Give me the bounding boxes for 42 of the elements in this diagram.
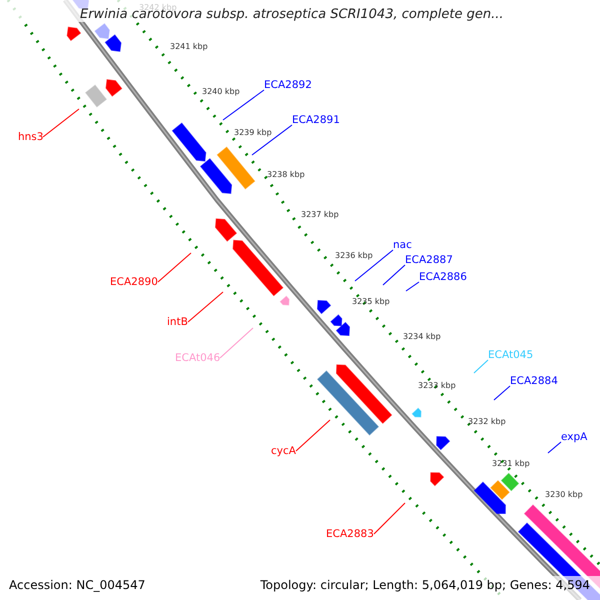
leader-line	[382, 264, 406, 286]
leader-line	[222, 90, 264, 120]
position-tick-label: 3234 kbp	[403, 332, 441, 342]
position-tick-label: 3239 kbp	[234, 128, 272, 138]
gene-label: ECA2887	[405, 253, 453, 267]
leader-line	[374, 502, 406, 534]
leader-line	[354, 250, 394, 282]
position-tick-label: 3241 kbp	[170, 42, 208, 52]
gene-label: ECA2892	[264, 78, 312, 92]
position-tick-label: 3232 kbp	[468, 417, 506, 427]
leader-line	[474, 360, 488, 374]
leader-line	[220, 328, 254, 358]
position-tick-label: 3230 kbp	[545, 490, 583, 500]
leader-line	[494, 386, 510, 400]
gene-label: ECAt045	[488, 348, 534, 362]
leader-line	[406, 282, 420, 292]
leader-line	[548, 442, 562, 454]
gene-label: intB	[167, 315, 188, 329]
accession-text: Accession: NC_004547	[9, 579, 146, 591]
position-tick-label: 3238 kbp	[267, 170, 305, 180]
gene-label: cycA	[271, 444, 296, 458]
position-tick-label: 3240 kbp	[202, 87, 240, 97]
leader-line	[296, 420, 330, 452]
genome-info-text: Topology: circular; Length: 5,064,019 bp; Genes: 4,594	[260, 579, 590, 591]
position-tick-label: 3236 kbp	[335, 251, 373, 261]
position-tick-label: 3231 kbp	[492, 459, 530, 469]
gene-label: ECA2886	[419, 270, 467, 284]
gene-label: ECA2884	[510, 374, 558, 388]
gene-label: expA	[561, 430, 588, 444]
position-tick-label: 3235 kbp	[352, 297, 390, 307]
leader-line	[42, 108, 80, 138]
gene-label: hns3	[18, 130, 44, 144]
gene-label: ECAt046	[175, 351, 220, 365]
gene-label: ECA2891	[292, 113, 340, 127]
gene-label: nac	[393, 238, 412, 252]
leader-line	[188, 292, 224, 322]
gene-label: ECA2883	[326, 527, 374, 541]
leader-line	[158, 252, 192, 282]
position-tick-label: 3233 kbp	[418, 381, 456, 391]
leader-line	[252, 124, 292, 156]
gene-label: ECA2890	[110, 275, 158, 289]
position-tick-label: 3237 kbp	[301, 210, 339, 220]
